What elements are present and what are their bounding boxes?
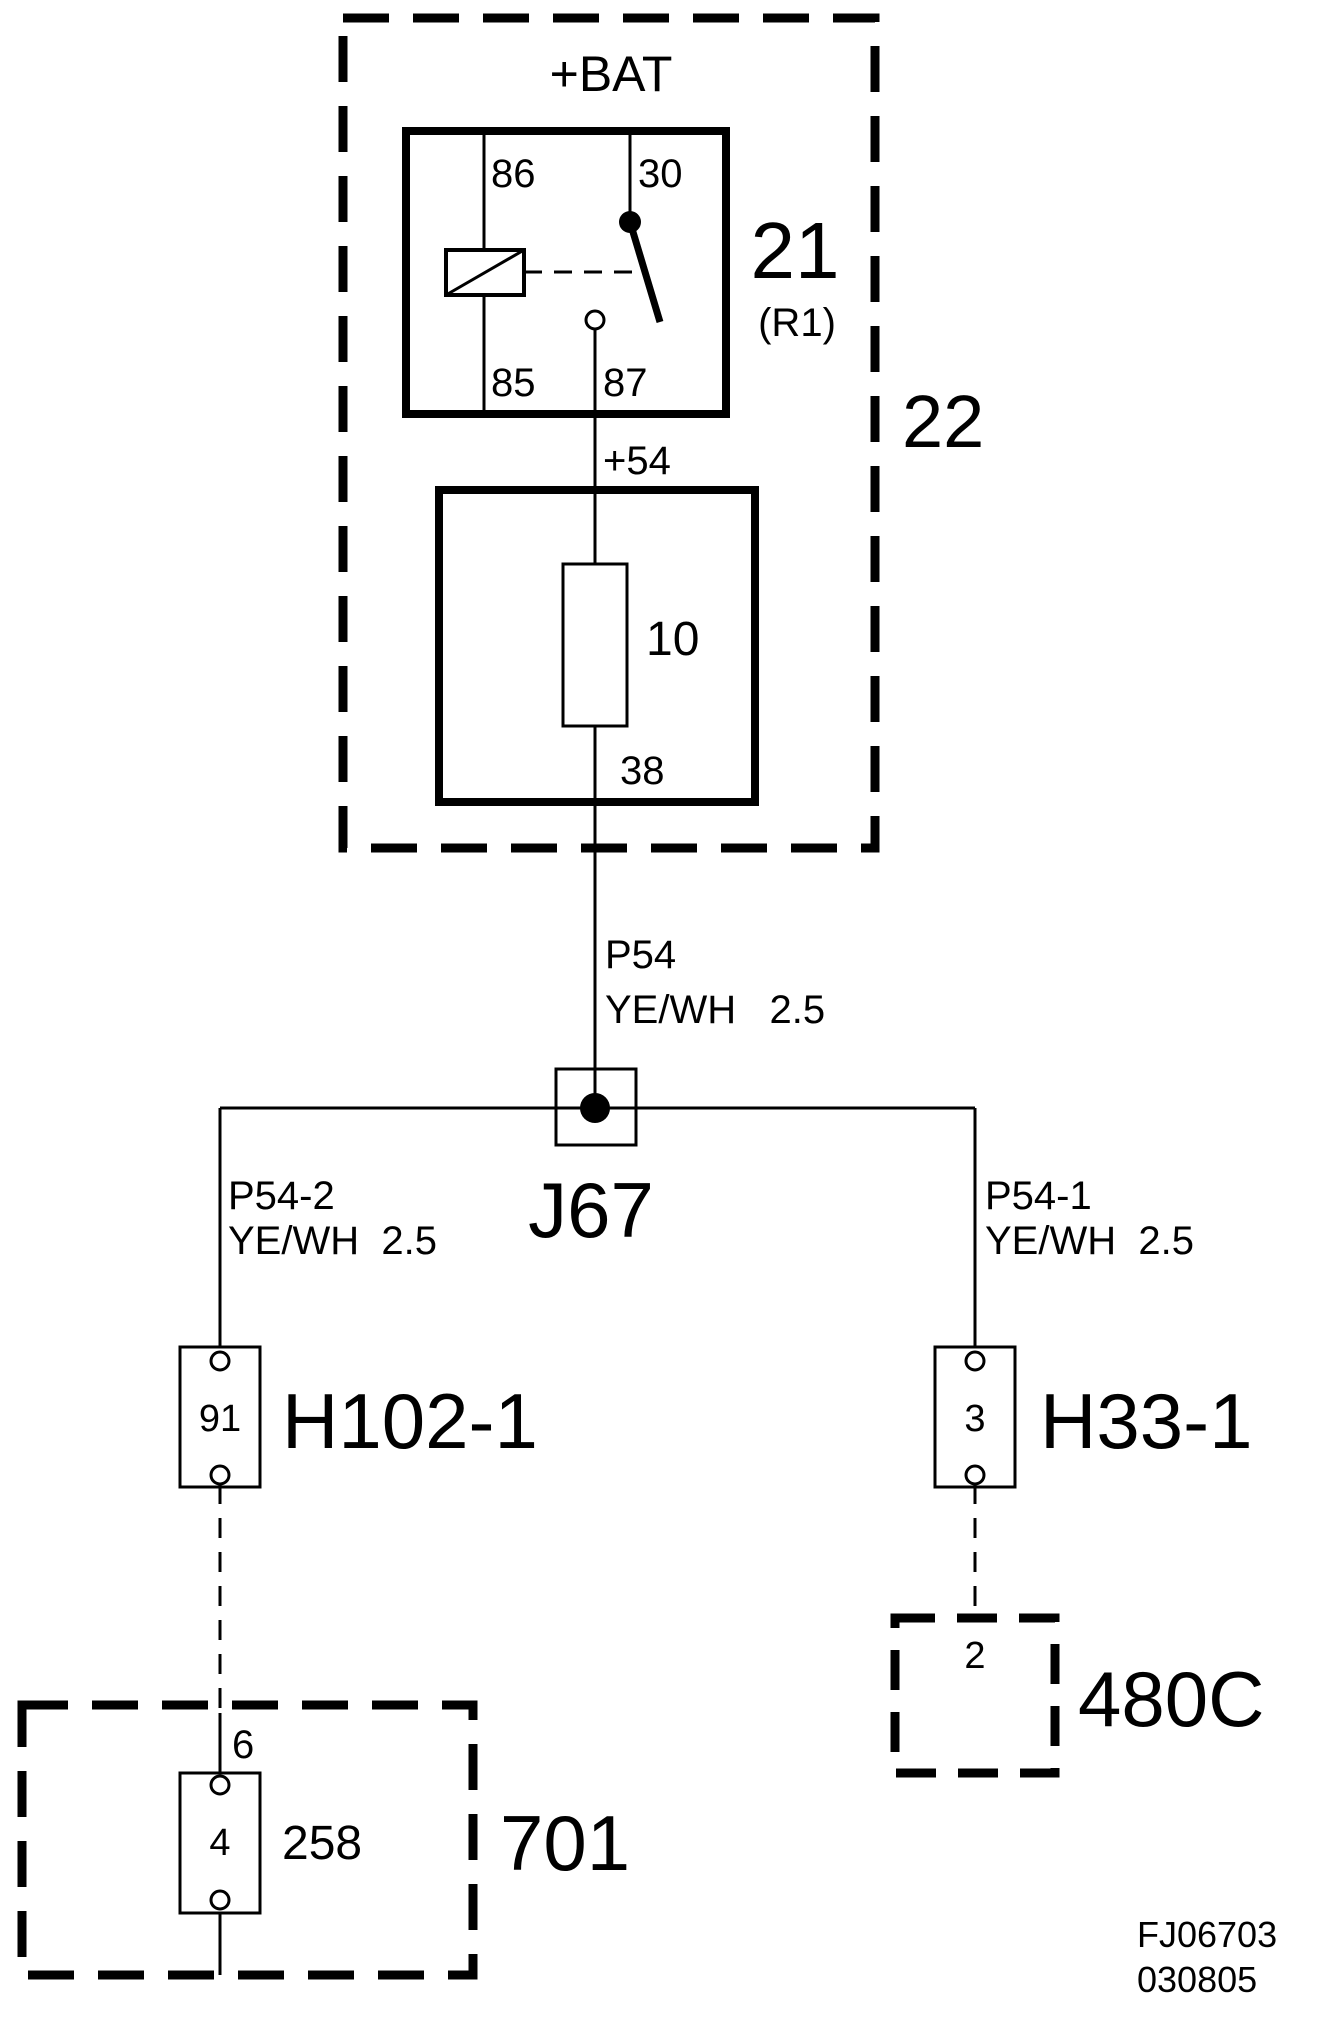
pin-85-label: 85: [491, 361, 536, 405]
connector-h33-1-pin: 3: [964, 1398, 985, 1440]
component-701-pin-top: 6: [232, 1723, 254, 1767]
wire-p54-1-spec: YE/WH 2.5: [985, 1219, 1194, 1263]
plus54-label: +54: [603, 439, 671, 483]
fuse-box: [435, 486, 759, 806]
connector-h33-1-label: H33-1: [1040, 1377, 1252, 1465]
relay-contact-arm: [626, 220, 664, 324]
wire-p54-2-name: P54-2: [228, 1174, 335, 1218]
connector-h102-1-label: H102-1: [282, 1377, 538, 1465]
wire-p54-2-spec: YE/WH 2.5: [228, 1219, 437, 1263]
wire-p54-name: P54: [605, 933, 676, 977]
connector-h102-1-bottom-terminal: [209, 1464, 231, 1486]
wire-p54-1-name: P54-1: [985, 1174, 1092, 1218]
connector-h102-1-top-terminal: [209, 1350, 231, 1372]
component-22-label: 22: [902, 380, 984, 463]
junction-j67-node: [580, 1093, 610, 1123]
fuse-10: [561, 562, 629, 728]
connector-701-pin: 4: [209, 1822, 230, 1864]
pin-86-label: 86: [491, 152, 536, 196]
bat-label: +BAT: [550, 46, 673, 102]
pin-30-label: 30: [638, 152, 683, 196]
component-480c-pin: 2: [964, 1635, 985, 1677]
junction-j67-label: J67: [528, 1166, 654, 1254]
connector-h33-1-bottom-terminal: [964, 1464, 986, 1486]
component-701-ref: 258: [282, 1817, 362, 1870]
wire-p54-spec: YE/WH 2.5: [605, 988, 825, 1032]
connector-h102-1-pin: 91: [199, 1398, 241, 1440]
relay-21-box: [402, 127, 730, 418]
component-480c-label: 480C: [1078, 1655, 1264, 1743]
connector-701-bottom-terminal: [209, 1889, 231, 1911]
footer-code: FJ06703: [1137, 1914, 1277, 1955]
component-701-boundary: [17, 1700, 478, 1980]
component-22-boundary: [338, 13, 880, 853]
connector-h33-1-top-terminal: [964, 1350, 986, 1372]
connector-701-top-terminal: [209, 1774, 231, 1796]
footer-date: 030805: [1137, 1959, 1257, 2000]
fuse-number-label: 10: [646, 613, 699, 666]
relay-code-label: (R1): [758, 301, 836, 345]
component-701-label: 701: [500, 1799, 630, 1887]
relay-coil-mark: [445, 248, 525, 297]
fuse-pin-label: 38: [620, 749, 665, 793]
pin-87-label: 87: [603, 361, 648, 405]
relay-number-label: 21: [751, 206, 840, 295]
relay-pin87-contact: [584, 309, 606, 331]
component-480c-boundary: [890, 1613, 1060, 1778]
